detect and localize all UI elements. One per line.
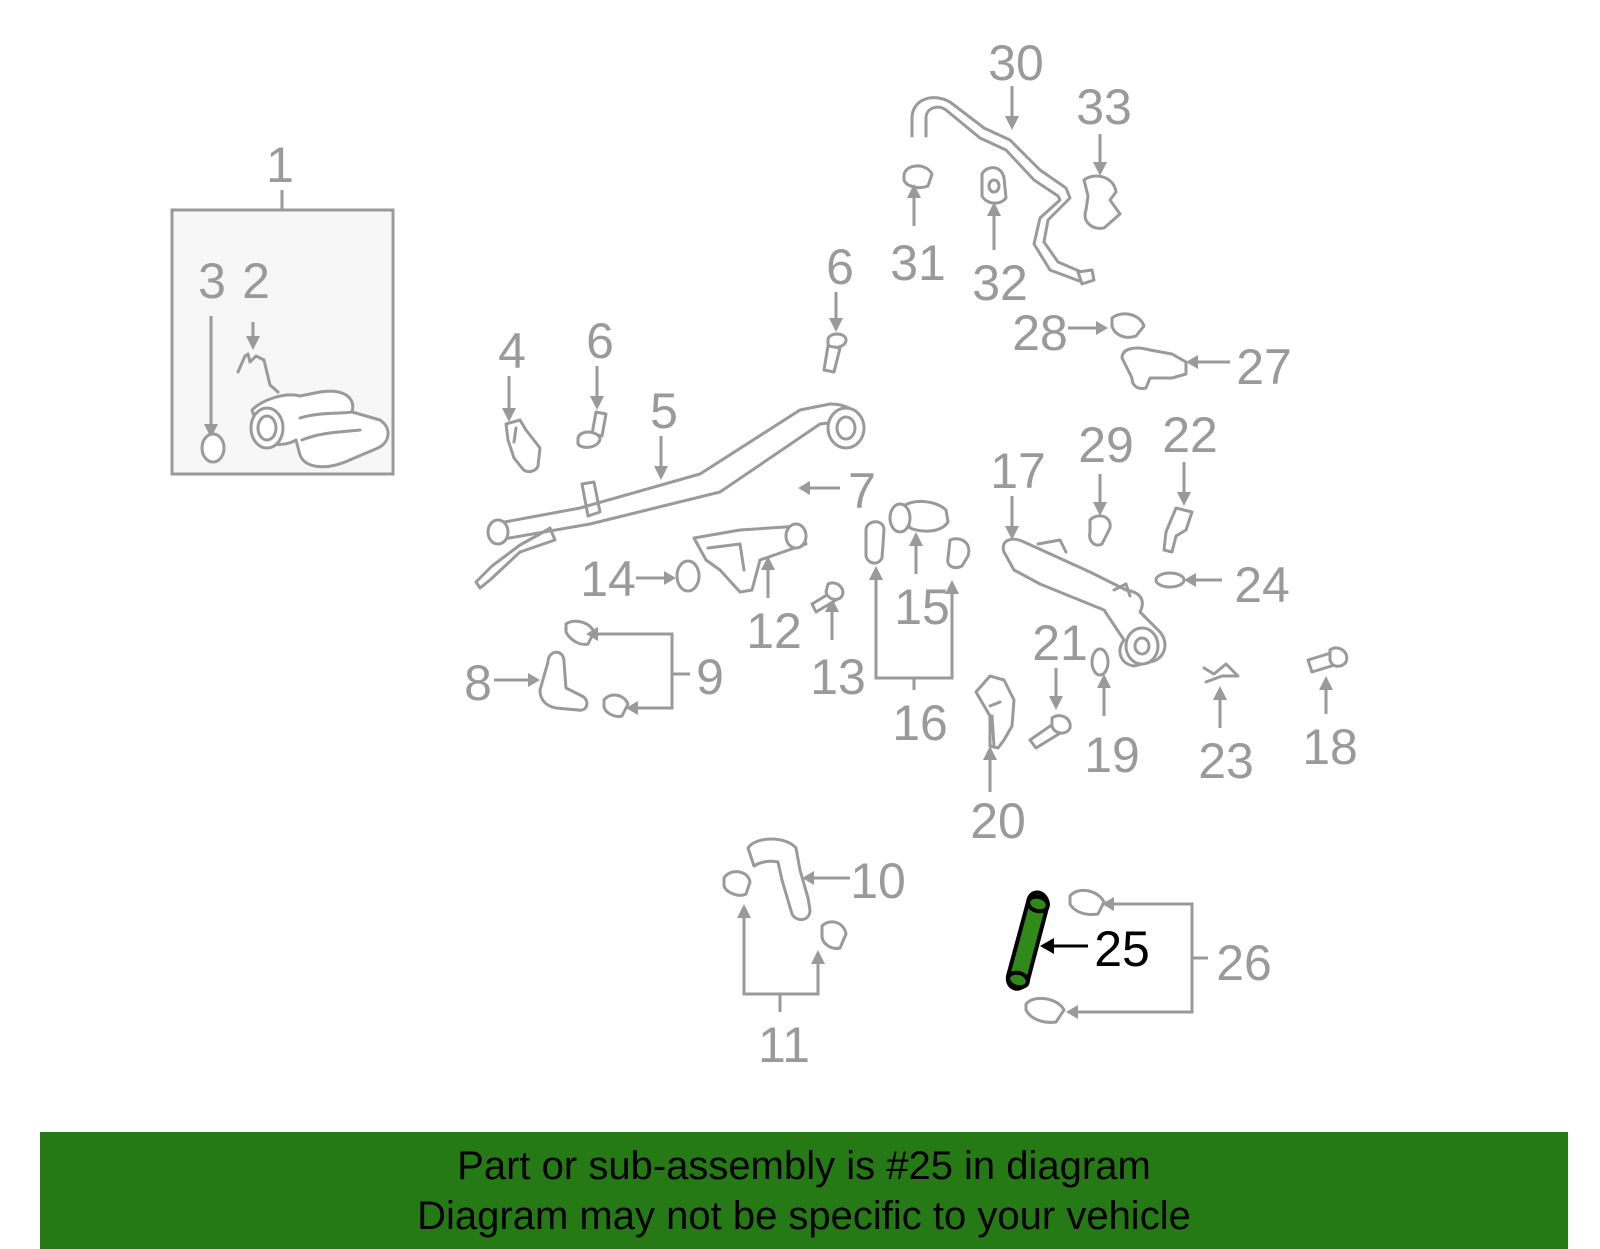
part-29[interactable] (1088, 474, 1112, 547)
callout-14[interactable]: 14 (580, 551, 636, 607)
part-11[interactable] (722, 870, 848, 1012)
callout-7[interactable]: 7 (848, 463, 876, 519)
callout-32[interactable]: 32 (972, 255, 1028, 311)
callout-15[interactable]: 15 (894, 579, 950, 635)
callout-12[interactable]: 12 (746, 603, 802, 659)
part-17[interactable] (1001, 496, 1167, 668)
callout-20[interactable]: 20 (970, 793, 1026, 849)
part-8[interactable] (494, 650, 589, 712)
callout-4[interactable]: 4 (498, 323, 526, 379)
callout-18[interactable]: 18 (1302, 719, 1358, 775)
part-14[interactable] (636, 559, 701, 593)
callout-21[interactable]: 21 (1032, 615, 1088, 671)
callout-2[interactable]: 2 (242, 253, 270, 309)
callout-28[interactable]: 28 (1012, 305, 1068, 361)
part-20[interactable] (974, 674, 1016, 792)
callout-22[interactable]: 22 (1162, 407, 1218, 463)
part-12[interactable] (692, 522, 808, 598)
part-5[interactable] (474, 402, 866, 590)
part-group-1[interactable] (170, 190, 395, 476)
part-16[interactable] (864, 520, 971, 690)
part-19[interactable] (1090, 647, 1111, 716)
part-23[interactable] (1202, 662, 1240, 728)
part-9[interactable] (564, 619, 690, 718)
callout-9[interactable]: 9 (696, 649, 724, 705)
part-31[interactable] (902, 164, 934, 226)
part-33[interactable] (1082, 134, 1122, 230)
callout-33[interactable]: 33 (1076, 79, 1132, 135)
part-24[interactable] (1154, 571, 1222, 589)
callout-17[interactable]: 17 (990, 443, 1046, 499)
callout-3[interactable]: 3 (198, 253, 226, 309)
part-10[interactable] (746, 837, 850, 921)
part-6-left[interactable] (576, 366, 608, 449)
callout-23[interactable]: 23 (1198, 733, 1254, 789)
callout-1[interactable]: 1 (266, 137, 294, 193)
part-21[interactable] (1028, 668, 1072, 750)
part-30[interactable] (910, 86, 1096, 286)
callout-6-left[interactable]: 6 (586, 313, 614, 369)
callout-31[interactable]: 31 (890, 235, 946, 291)
part-4[interactable] (502, 376, 542, 474)
banner-line-part: Part or sub-assembly is #25 in diagram (457, 1143, 1151, 1188)
callout-19[interactable]: 19 (1084, 727, 1140, 783)
callout-10[interactable]: 10 (850, 853, 906, 909)
part-13[interactable] (810, 581, 845, 640)
part-28[interactable] (1068, 312, 1146, 339)
part-15[interactable] (888, 500, 950, 574)
part-22[interactable] (1162, 462, 1194, 554)
callout-29[interactable]: 29 (1078, 417, 1134, 473)
part-25-highlighted[interactable] (1005, 890, 1088, 991)
callout-16[interactable]: 16 (892, 695, 948, 751)
callout-5[interactable]: 5 (650, 383, 678, 439)
callout-24[interactable]: 24 (1234, 557, 1290, 613)
callout-26[interactable]: 26 (1216, 935, 1272, 991)
banner-line-disclaimer: Diagram may not be specific to your vehi… (417, 1193, 1191, 1238)
callout-11[interactable]: 11 (758, 1017, 810, 1073)
callout-8[interactable]: 8 (464, 655, 492, 711)
part-32[interactable] (980, 166, 1008, 250)
part-7-pointer (798, 481, 840, 495)
callout-25[interactable]: 25 (1094, 921, 1150, 977)
info-banner: Part or sub-assembly is #25 in diagram D… (40, 1132, 1568, 1249)
callout-labels: 1 3 2 4 6 6 5 7 14 12 13 15 16 8 9 10 11… (198, 35, 1358, 1073)
part-6-right[interactable] (822, 292, 848, 374)
part-18[interactable] (1306, 646, 1349, 714)
part-27[interactable] (1120, 346, 1230, 390)
callout-27[interactable]: 27 (1236, 339, 1292, 395)
callout-6-right[interactable]: 6 (826, 239, 854, 295)
callout-30[interactable]: 30 (988, 35, 1044, 91)
part-26[interactable] (1024, 888, 1208, 1024)
callout-13[interactable]: 13 (810, 649, 866, 705)
